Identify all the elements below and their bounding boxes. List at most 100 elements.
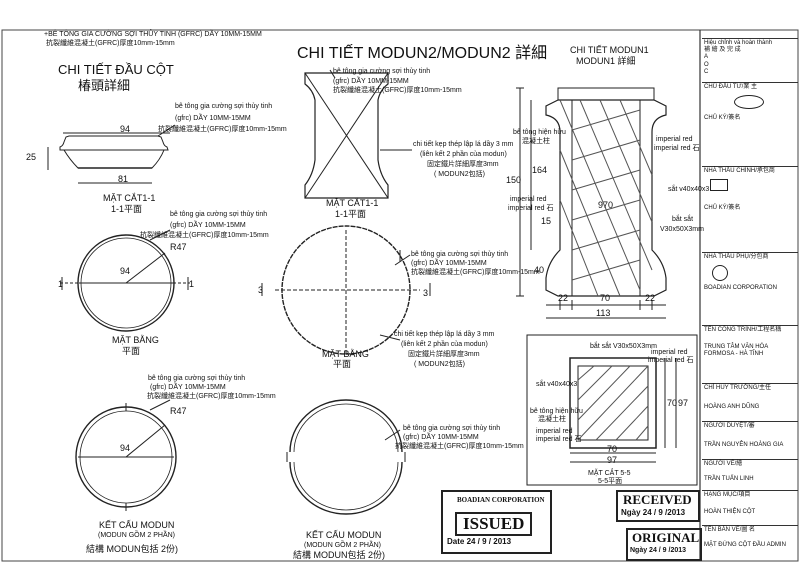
original-stamp-text: ORIGINAL	[632, 530, 700, 545]
contractor-sign-label: CHỦ KÝ/簽名	[704, 205, 741, 212]
module2-section-label: MẶT CẮT1-1	[326, 198, 379, 208]
boadian-logo-icon	[712, 265, 728, 282]
capital-note-3: 抗裂纖維混凝土(GFRC)厚度10mm-15mm	[158, 126, 287, 133]
capital-note-1: bê tông gia cường sợi thủy tinh	[175, 103, 273, 110]
module-full-note-2: (gfrc) DẦY 10MM-15MM	[150, 384, 226, 391]
module2-note-1: bê tông gia cường sợi thủy tinh	[333, 68, 431, 75]
drawing-label: TÊN BẢN VẼ/圖 名	[704, 527, 756, 533]
drawing-name: MẶT ĐỨNG CỘT ĐẦU ADMIN	[704, 542, 786, 549]
module-full-note-3: 抗裂纖維混凝土(GFRC)厚度10mm-15mm	[147, 393, 276, 400]
module1-label-imp-3: imperial red	[510, 196, 547, 203]
module1-dim-40: 40	[534, 265, 545, 275]
module1-dim-970: 970	[598, 200, 614, 210]
section55-dim-70b: 70	[667, 398, 678, 408]
received-stamp-text: RECEIVED	[623, 492, 692, 507]
module1-dim-70: 70	[600, 293, 611, 303]
capital-section-label: MẶT CẮT1-1	[103, 193, 156, 203]
header-note-line2: 抗裂纖維混凝土(GFRC)厚度10mm-15mm	[46, 40, 175, 47]
revision-head: Hiệu chỉnh và hoàn thành	[704, 40, 773, 46]
subcontractor-company: BOADIAN CORPORATION	[704, 285, 777, 292]
module1-dim-113: 113	[596, 308, 611, 318]
capital-plan-drawing	[60, 234, 190, 332]
module2-plan-label-zh: 平面	[333, 359, 352, 369]
checker-box: NGƯỜI DUYỆT/審 TRẦN NGUYÊN HOÀNG GIA	[702, 421, 798, 457]
module1-label-imp-4: imperial red 石	[508, 205, 554, 212]
issued-stamp: BOADIAN CORPORATION ISSUED Date 24 / 9 /…	[441, 490, 552, 554]
capital-section-label-zh: 1-1平面	[111, 204, 143, 214]
module2-plan-clip-3: 固定鐵片詳細厚度3mm	[408, 351, 480, 358]
section55-label-imp-2: imperial red 石	[648, 357, 694, 364]
module1-label-imp-1: imperial red	[656, 136, 693, 143]
module2-cut-mark-left: 3	[258, 285, 264, 295]
capital-plan-note-1: bê tông gia cường sợi thủy tinh	[170, 211, 268, 218]
revision-box: Hiệu chỉnh và hoàn thành 補 繪 及 完 成 A O C	[702, 38, 798, 76]
section55-label-imp-4: imperial red 石	[536, 436, 582, 443]
section55-dim-97a: 97	[607, 455, 618, 465]
contractor-label: NHÀ THẦU CHÍNH/承包商	[704, 168, 775, 174]
section55-dim-70a: 70	[607, 444, 618, 454]
contractor-box: NHÀ THẦU CHÍNH/承包商 CHỦ KÝ/簽名	[702, 166, 798, 248]
original-stamp-date: Ngày 24 / 9 /2013	[630, 547, 687, 554]
capital-note-2: (gfrc) DẦY 10MM-15MM	[175, 115, 251, 122]
capital-cut-mark-left: 1	[58, 279, 64, 289]
section55-label-imp-3: imperial red	[536, 428, 573, 435]
commander-name: HOÀNG ANH DŨNG	[704, 404, 760, 411]
module-half-note-2: (gfrc) DẦY 10MM-15MM	[403, 434, 479, 441]
module-half-note-3: 抗裂纖維混凝土(GFRC)厚度10mm-15mm	[395, 443, 524, 450]
module1-elevation-drawing	[516, 87, 667, 319]
module-full-note-1: bê tông gia cường sợi thủy tinh	[148, 375, 246, 382]
module2-note-2: (gfrc) DẦY 10MM-15MM	[333, 78, 409, 85]
issued-stamp-company: BOADIAN CORPORATION	[457, 496, 545, 504]
module-half-zh: 結構 MODUN包括 2份)	[293, 550, 385, 560]
section55-label-core-1: bê tông hiện hữu	[530, 408, 583, 415]
module-full-zh: 結構 MODUN包括 2份)	[86, 544, 178, 554]
module1-label-core-1: bê tông hiện hữu	[513, 129, 566, 136]
module1-dim-22a: 22	[558, 293, 569, 303]
module1-dim-22b: 22	[645, 293, 656, 303]
module2-plan-drawing	[261, 225, 431, 355]
module1-title: CHI TIẾT MODUN1	[570, 45, 649, 55]
revision-head-zh: 補 繪 及 完 成	[704, 47, 741, 54]
module1-label-bar-1: bắt sắt	[672, 216, 694, 223]
module1-label-core-2: 混凝土柱	[522, 138, 550, 145]
item-name: HOÀN THIỆN CỘT	[704, 509, 756, 516]
commander-box: CHỈ HUY TRƯỞNG/主任 HOÀNG ANH DŨNG	[702, 383, 798, 419]
issued-stamp-date: Date 24 / 9 / 2013	[447, 537, 512, 546]
module-full-diameter: 94	[120, 443, 131, 453]
subcontractor-box: NHÀ THẦU PHỤ/分包商 BOADIAN CORPORATION	[702, 252, 798, 322]
subcontractor-label: NHÀ THẦU PHỤ/分包商	[704, 254, 769, 260]
module2-cut-mark-right: 3	[423, 288, 429, 298]
module-full-title: KẾT CẤU MODUN	[99, 520, 175, 530]
revision-row-o: O	[704, 61, 709, 68]
section55-drawing	[526, 334, 698, 486]
capital-dim-bottom: 81	[118, 174, 129, 184]
capital-cut-mark-right: 1	[189, 279, 195, 289]
capital-plan-note-3: 抗裂纖維混凝土(GFRC)厚度10mm-15mm	[140, 232, 269, 239]
module2-plan-clip-2: (liên kết 2 phần của modun)	[401, 341, 488, 348]
capital-plan-label-zh: 平面	[122, 346, 141, 356]
module2-clip-note-3: 固定鐵片詳細厚度3mm	[427, 161, 499, 168]
section55-title: MẶT CẮT 5-5	[588, 470, 631, 477]
capital-title-zh: 椿頭詳細	[78, 78, 131, 93]
module-full-sub: (MODUN GỒM 2 PHẦN)	[98, 532, 175, 539]
received-stamp-date: Ngày 24 / 9 /2013	[621, 508, 686, 517]
section55-title-zh: 5-5平面	[598, 478, 623, 485]
item-label: HẠNG MỤC/項目	[704, 492, 751, 498]
checker-name: TRẦN NGUYÊN HOÀNG GIA	[704, 442, 784, 449]
module1-dim-164: 164	[532, 165, 548, 175]
capital-title: CHI TIẾT ĐẦU CỘT	[58, 62, 174, 77]
module2-title: CHI TIẾT MODUN2/MODUN2 詳細	[297, 45, 548, 62]
module1-label-steel: sắt v40x40x3	[668, 186, 710, 193]
module2-plan-label: MẶT BẰNG	[322, 349, 369, 359]
module2-note-3: 抗裂纖維混凝土(GFRC)厚度10mm-15mm	[333, 87, 462, 94]
capital-dim-top: 94	[120, 124, 131, 134]
module2-plan-note-1: bê tông gia cường sợi thủy tinh	[411, 251, 509, 258]
capital-plan-diameter: 94	[120, 266, 131, 276]
original-stamp: ORIGINAL Ngày 24 / 9 /2013	[626, 528, 702, 561]
drafter-box: NGƯỜI VẼ/繪 TRẦN TUẤN LINH	[702, 459, 798, 489]
project-name: TRUNG TÂM VĂN HÓA	[704, 344, 769, 351]
module2-plan-note-3: 抗裂纖維混凝土(GFRC)厚度10mm-15mm	[411, 269, 540, 276]
section55-label-bar: bắt sắt V30x50X3mm	[590, 343, 657, 350]
issued-stamp-text: ISSUED	[455, 512, 533, 536]
